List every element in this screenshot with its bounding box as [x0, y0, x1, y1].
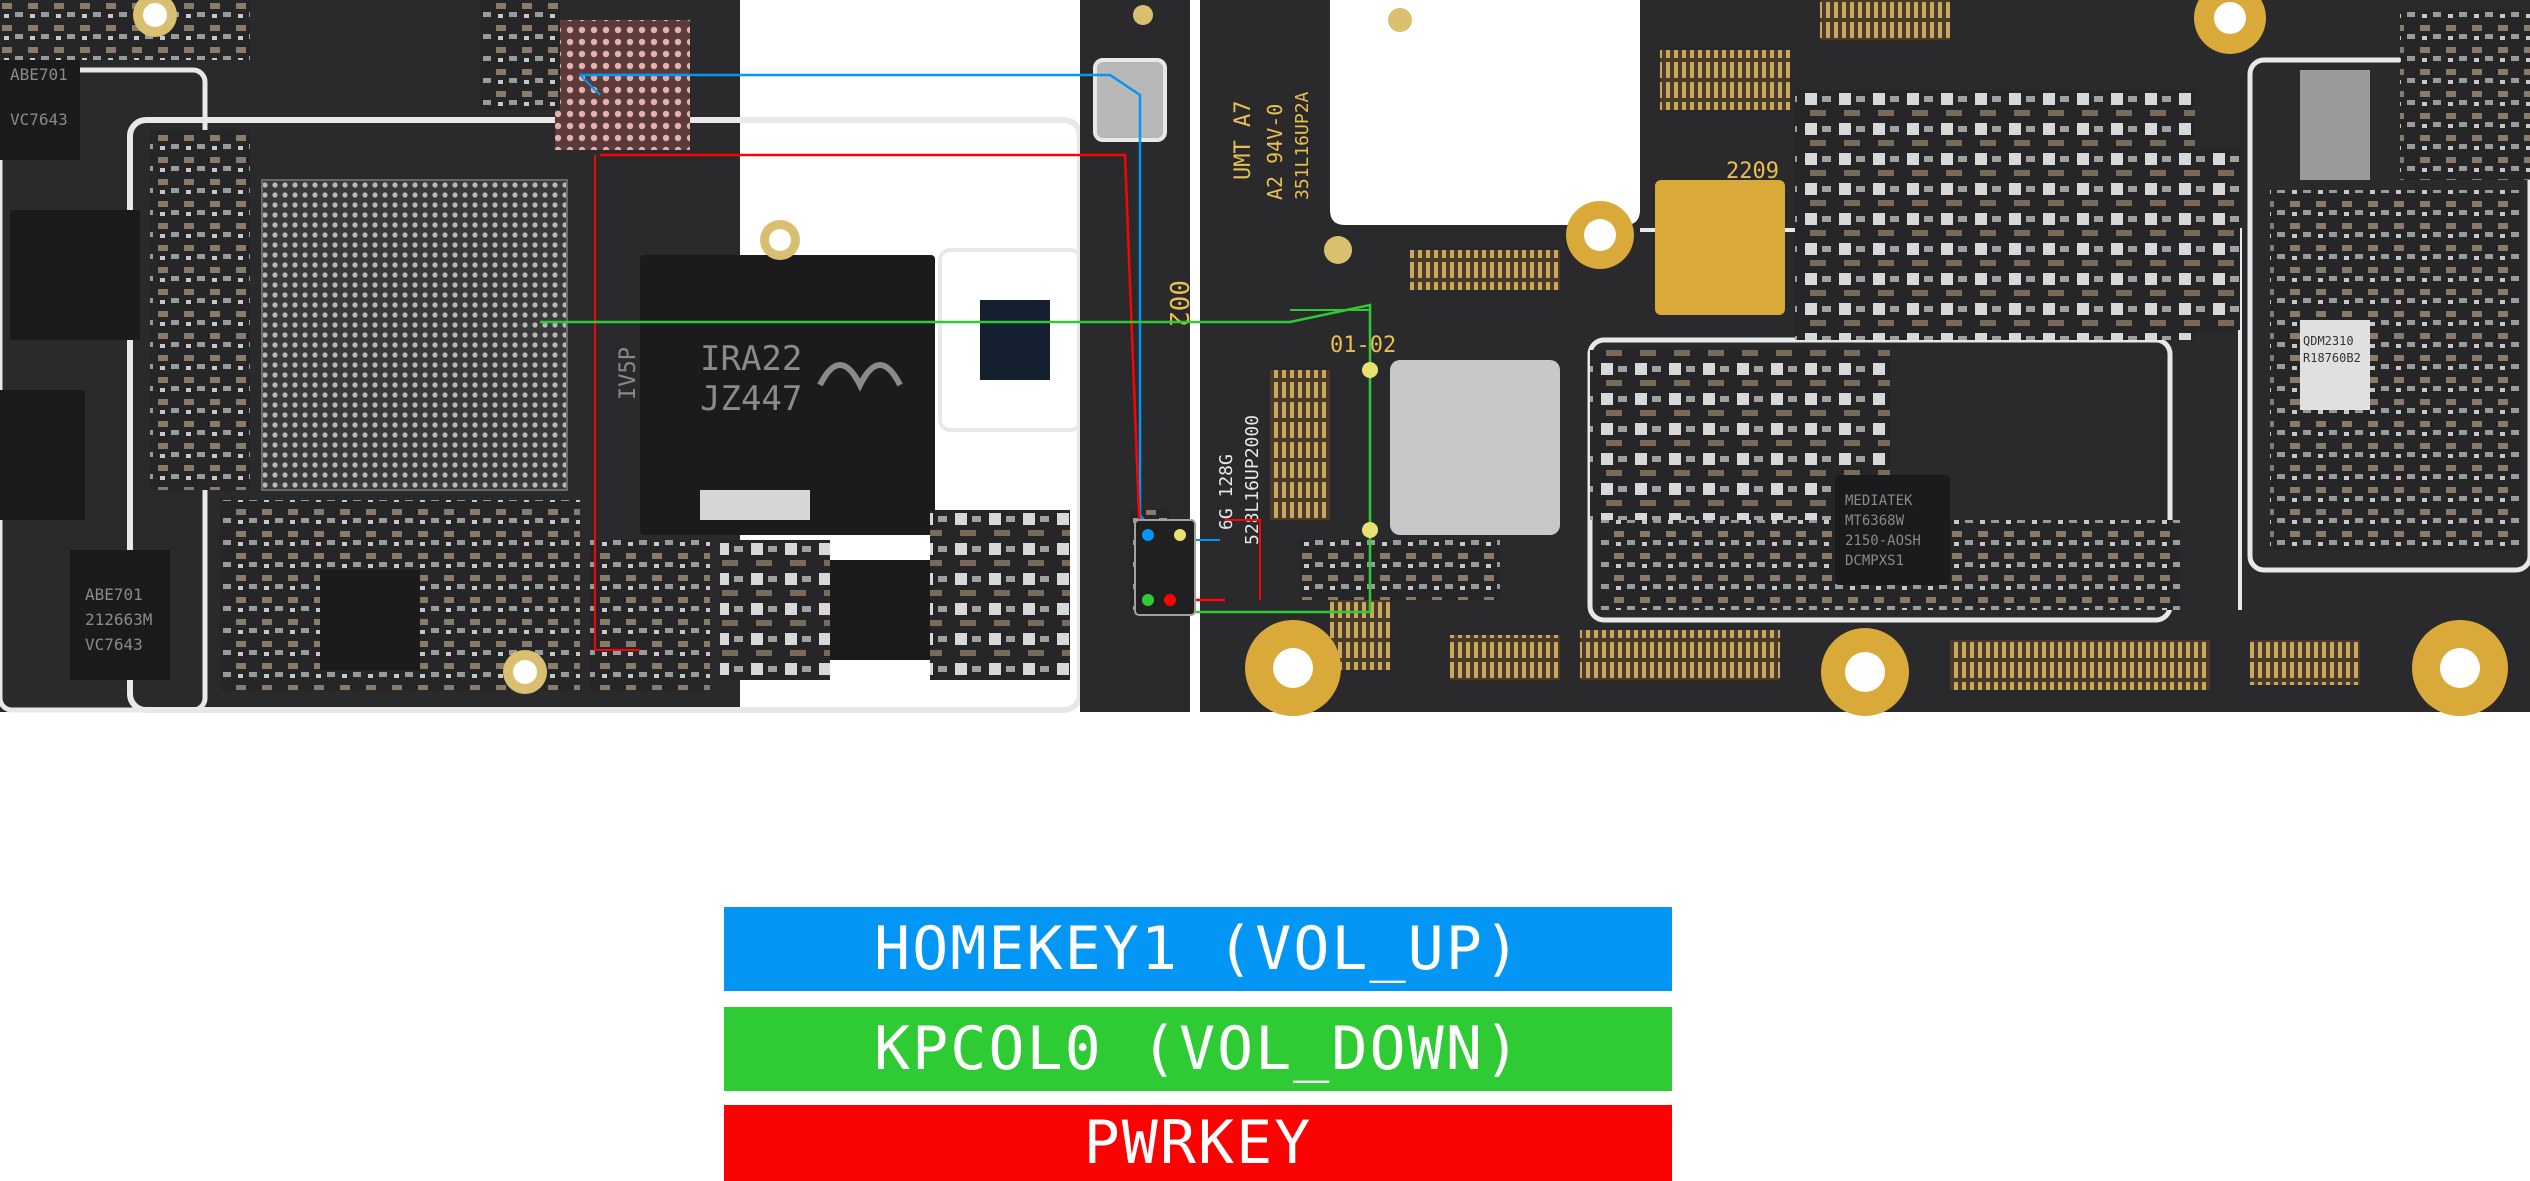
- legend-kpcol0: KPCOL0 (VOL_DOWN): [724, 1007, 1672, 1091]
- pcb-schematic: IRA22 JZ447 IV5P ABE701 VC7643 ABE701 21…: [0, 0, 2530, 722]
- chip-left-vc: VC7643: [10, 110, 68, 129]
- silk-part: 351L16UP2A: [1292, 91, 1313, 200]
- chip-left-ab2: ABE701: [85, 585, 143, 604]
- silk-umt: UMT A7: [1231, 101, 1256, 180]
- chip-text-2: JZ447: [700, 379, 802, 419]
- signal-traces: [540, 73, 1378, 651]
- mt-chip-3: 2150-AOSH: [1845, 533, 1921, 549]
- chip-left-code: 212663M: [85, 610, 152, 629]
- qdm-text-2: R18760B2: [2303, 351, 2361, 365]
- silk-rev: A2 94V-0: [1263, 104, 1287, 200]
- qdm-text: QDM2310: [2303, 334, 2354, 348]
- mt-chip-2: MT6368W: [1845, 513, 1905, 529]
- left-board: IRA22 JZ447 IV5P ABE701 VC7643 ABE701 21…: [0, 0, 1200, 722]
- legend-kpcol0-label: KPCOL0 (VOL_DOWN): [873, 1014, 1523, 1084]
- silk-mem: 6G 128G: [1216, 454, 1237, 530]
- silk-002: 002: [1163, 280, 1193, 327]
- trace-kpcol0: [540, 303, 1372, 614]
- legend-pwrkey-label: PWRKEY: [1083, 1108, 1313, 1178]
- chip-text-1: IRA22: [700, 339, 802, 379]
- legend-homekey1-label: HOMEKEY1 (VOL_UP): [873, 914, 1523, 984]
- right-board: UMT A7 A2 94V-0 351L16UP2A 6G 128G 528L1…: [1200, 0, 2530, 716]
- mt-chip-4: DCMPXS1: [1845, 553, 1904, 569]
- mt-chip-1: MEDIATEK: [1845, 493, 1913, 509]
- silk-0102: 01-02: [1330, 333, 1396, 358]
- legend-homekey1: HOMEKEY1 (VOL_UP): [724, 907, 1672, 991]
- silk-2209: 2209: [1726, 159, 1779, 184]
- chip-side-text: IV5P: [616, 347, 641, 400]
- silk-mem-part: 528L16UP2000: [1242, 415, 1263, 545]
- legend-pwrkey: PWRKEY: [724, 1105, 1672, 1181]
- chip-left-vc2: VC7643: [85, 635, 143, 654]
- pcb-board-view: IRA22 JZ447 IV5P ABE701 VC7643 ABE701 21…: [0, 0, 2530, 722]
- chip-left-ab: ABE701: [10, 65, 68, 84]
